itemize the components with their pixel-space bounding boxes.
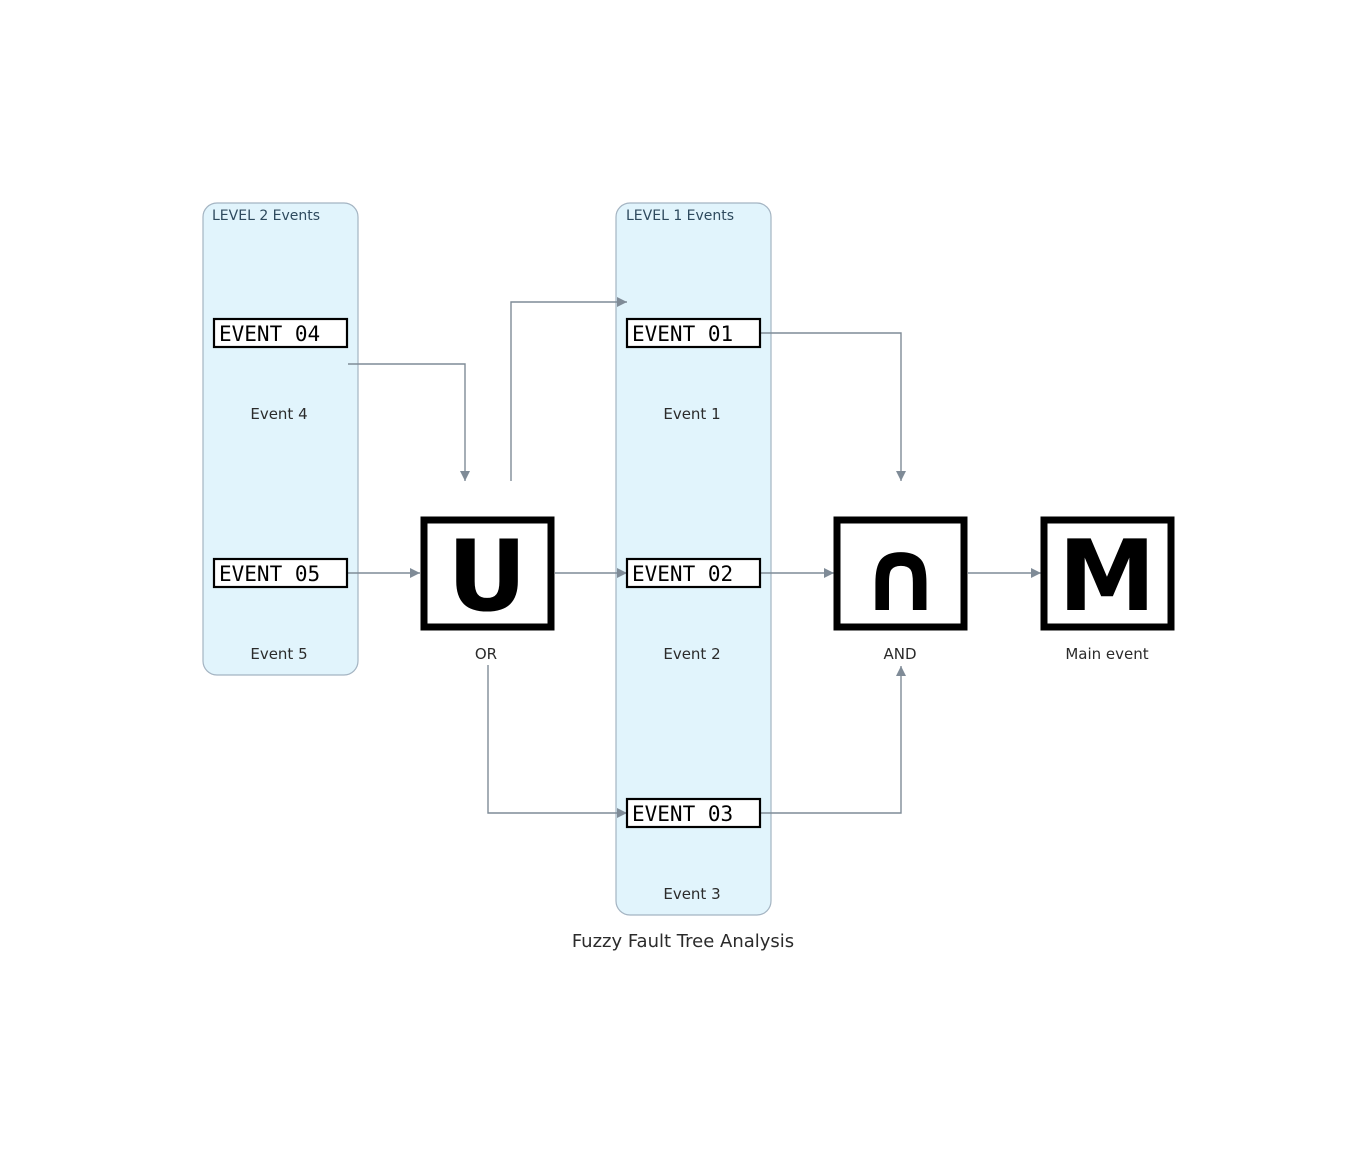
main-event-node[interactable]: M Main event (1040, 516, 1175, 663)
and-gate-caption: AND (883, 645, 916, 663)
event-01-node[interactable]: EVENT 01 Event 1 (625, 317, 762, 423)
event-02-code: EVENT 02 (632, 562, 733, 586)
event-01-caption: Event 1 (663, 405, 720, 423)
event-04-caption: Event 4 (250, 405, 307, 423)
cluster-level-2-box (202, 202, 359, 676)
event-05-node[interactable]: EVENT 05 Event 5 (212, 557, 349, 663)
and-gate-node[interactable]: ∩ AND (833, 516, 968, 663)
event-05-code: EVENT 05 (219, 562, 320, 586)
or-gate-caption: OR (475, 645, 497, 663)
event-03-node[interactable]: EVENT 03 Event 3 (625, 797, 762, 903)
event-03-code: EVENT 03 (632, 802, 733, 826)
or-gate-node[interactable]: U OR (420, 516, 555, 663)
event-05-caption: Event 5 (250, 645, 307, 663)
event-05-box (212, 557, 349, 589)
cluster-level-2-label: LEVEL 2 Events (212, 208, 320, 224)
event-03-box (625, 797, 762, 829)
event-02-box (625, 557, 762, 589)
diagram-title: Fuzzy Fault Tree Analysis (572, 931, 794, 952)
and-gate-icon: ∩ (860, 517, 941, 634)
edges (348, 297, 1041, 818)
or-gate-icon: U (447, 520, 527, 634)
and-gate-box (833, 516, 968, 631)
event-02-caption: Event 2 (663, 645, 720, 663)
cluster-level-2: LEVEL 2 Events (202, 202, 359, 676)
edge-or-to-event-03 (487, 665, 627, 818)
event-04-box (212, 317, 349, 349)
event-01-code: EVENT 01 (632, 322, 733, 346)
event-02-node[interactable]: EVENT 02 Event 2 (625, 557, 762, 663)
main-event-caption: Main event (1065, 645, 1148, 663)
event-04-code: EVENT 04 (219, 322, 320, 346)
edge-event-04-to-or (348, 363, 470, 481)
cluster-level-1-label: LEVEL 1 Events (626, 208, 734, 224)
event-04-node[interactable]: EVENT 04 Event 4 (212, 317, 349, 423)
event-01-box (625, 317, 762, 349)
edge-or-to-event-01 (510, 297, 627, 481)
edge-event-01-to-and (761, 332, 906, 481)
or-gate-box (420, 516, 555, 631)
main-event-box (1040, 516, 1175, 631)
main-event-icon: M (1058, 520, 1156, 634)
event-03-caption: Event 3 (663, 885, 720, 903)
edge-event-03-to-and (761, 666, 906, 814)
